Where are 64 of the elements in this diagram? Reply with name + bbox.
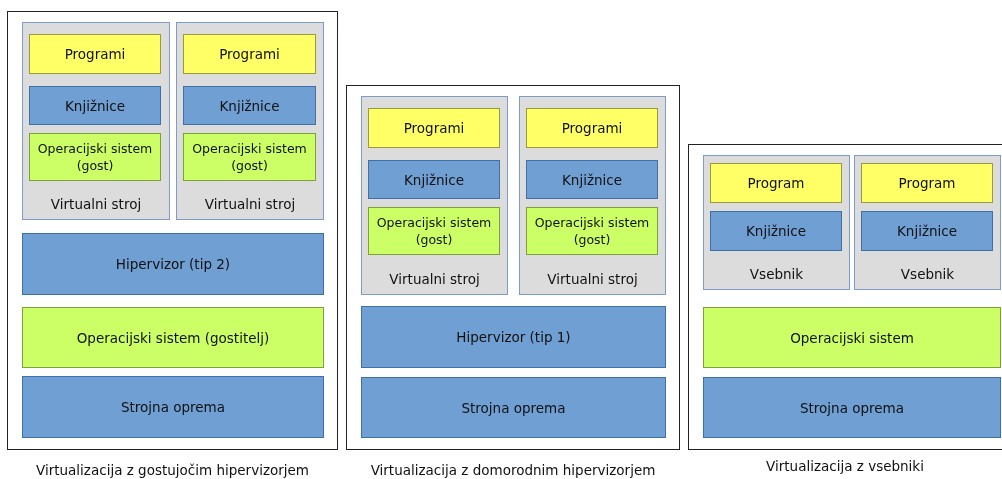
node-label: Virtualizacija z vsebniki — [765, 458, 925, 474]
layer-label: Operacijski sistem (gostitelj) — [75, 328, 271, 347]
container-label: Vsebnik — [899, 265, 956, 283]
panel — [7, 11, 338, 450]
layer-box — [710, 163, 842, 203]
layer-label: Program — [897, 174, 957, 192]
layer-label: Knjižnice — [560, 170, 623, 189]
layer-box — [526, 108, 658, 148]
layer-box — [703, 377, 1001, 438]
layer-label: Knjižnice — [402, 170, 465, 189]
layer-box — [861, 163, 993, 203]
container-label: Virtualni stroj — [388, 270, 481, 288]
layer-label: Strojna oprema — [119, 398, 227, 416]
layer-box — [703, 307, 1001, 368]
container-box — [176, 22, 324, 220]
container-box — [519, 96, 666, 295]
container-label: Virtualni stroj — [49, 195, 143, 213]
layer-box — [526, 207, 658, 255]
container-box — [22, 22, 170, 220]
layer-label: Operacijski sistem (gost) — [533, 214, 651, 248]
layer-box — [368, 160, 500, 199]
layer-box — [29, 133, 161, 181]
panel — [688, 144, 1002, 450]
layer-label: Programi — [560, 119, 624, 137]
node-label: Virtualizacija z gostujočim hipervizorjem — [35, 462, 310, 478]
layer-label: Operacijski sistem (gost) — [191, 140, 308, 174]
layer-box — [710, 211, 842, 251]
layer-label: Hipervizor (tip 1) — [455, 328, 572, 346]
panel — [346, 85, 680, 450]
layer-box — [368, 108, 500, 148]
layer-label: Knjižnice — [218, 96, 281, 115]
layer-box — [361, 306, 666, 368]
container-label: Vsebnik — [748, 265, 805, 283]
layer-box — [361, 377, 666, 438]
layer-label: Operacijski sistem — [789, 328, 915, 347]
layer-label: Operacijski sistem (gost) — [36, 140, 154, 174]
container-box — [361, 96, 508, 295]
layer-label: Knjižnice — [63, 96, 126, 115]
layer-label: Programi — [63, 45, 127, 63]
layer-label: Hipervizor (tip 2) — [114, 255, 232, 273]
container-box — [703, 155, 850, 290]
layer-box — [368, 207, 500, 255]
node-label: Virtualizacija z domorodnim hipervizorjem — [369, 462, 657, 478]
layer-box — [183, 86, 316, 125]
layer-label: Operacijski sistem (gost) — [375, 214, 493, 248]
layer-label: Programi — [218, 45, 281, 63]
layer-label: Strojna oprema — [798, 398, 906, 417]
container-label: Virtualni stroj — [546, 270, 639, 288]
layer-box — [22, 233, 324, 295]
layer-label: Strojna oprema — [460, 398, 567, 417]
layer-box — [22, 376, 324, 438]
container-box — [854, 155, 1001, 290]
layer-box — [861, 211, 993, 251]
layer-box — [526, 160, 658, 199]
layer-box — [29, 34, 161, 74]
container-label: Virtualni stroj — [203, 195, 297, 213]
layer-label: Programi — [402, 119, 466, 137]
layer-box — [29, 86, 161, 125]
layer-label: Knjižnice — [895, 222, 958, 240]
layer-box — [22, 307, 324, 368]
layer-label: Program — [746, 174, 806, 192]
layer-label: Knjižnice — [744, 222, 807, 240]
layer-box — [183, 133, 316, 181]
layer-box — [183, 34, 316, 74]
